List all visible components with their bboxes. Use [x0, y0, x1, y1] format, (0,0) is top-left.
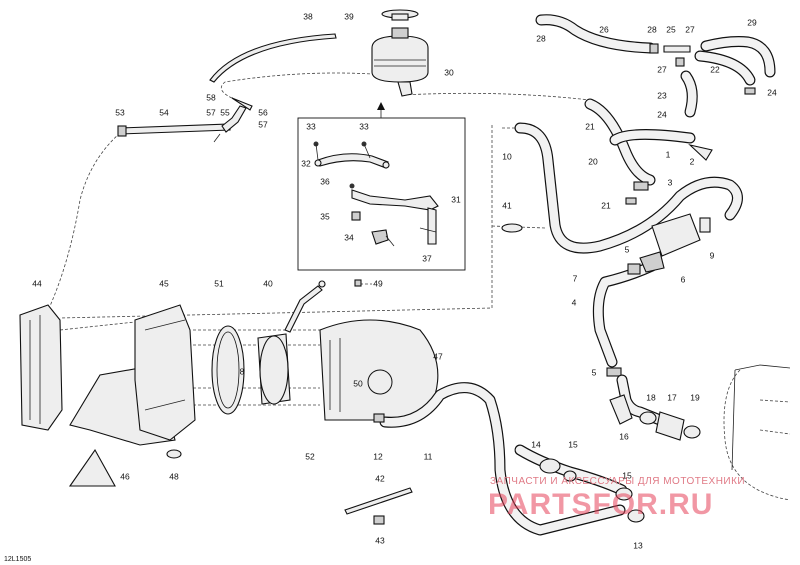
callout-c37: 37	[422, 253, 432, 263]
callout-c11: 11	[424, 451, 433, 461]
callout-c30: 30	[444, 67, 454, 77]
callout-c32: 32	[301, 158, 311, 168]
callout-c13: 13	[633, 540, 643, 550]
callout-c24b: 24	[767, 87, 777, 97]
drawing-code: 12L1505	[4, 556, 31, 563]
callout-c22: 22	[710, 64, 720, 74]
callout-c5a: 5	[625, 244, 630, 254]
callout-c56: 56	[258, 107, 268, 117]
callout-c28b: 28	[647, 24, 657, 34]
callout-c43: 43	[375, 535, 385, 545]
watermark: ЗАПЧАСТИ И АКСЕССУАРЫ ДЛЯ МОТОТЕХНИКИ PA…	[488, 476, 745, 521]
top-right-hoses	[535, 14, 776, 118]
small-hoses	[117, 33, 337, 143]
callout-c45: 45	[159, 278, 169, 288]
callout-c51: 51	[214, 278, 224, 288]
callout-c25: 25	[666, 24, 676, 34]
callout-c31: 31	[451, 194, 461, 204]
callout-c27a: 27	[685, 24, 695, 34]
lower-hoses	[344, 374, 701, 536]
callout-c36: 36	[320, 176, 330, 186]
coolant-hoses-main	[501, 98, 743, 377]
callout-c47: 47	[433, 351, 443, 361]
callout-c39: 39	[344, 11, 354, 21]
callout-c24a: 24	[657, 109, 667, 119]
callout-c15b: 15	[622, 470, 632, 480]
watermark-brand: PARTSFOR.RU	[488, 488, 713, 521]
callout-c55: 55	[220, 107, 230, 117]
callout-c15a: 15	[568, 439, 578, 449]
callout-c23: 23	[657, 90, 667, 100]
callout-c21a: 21	[585, 121, 595, 131]
callout-c35: 35	[320, 211, 330, 221]
callout-c26: 26	[599, 24, 609, 34]
callout-c5b: 5	[592, 367, 597, 377]
callout-c8: 8	[240, 366, 245, 376]
callout-c3: 3	[668, 177, 673, 187]
callout-c7: 7	[573, 273, 578, 283]
callout-c46: 46	[120, 471, 130, 481]
radiator-assembly	[19, 279, 439, 487]
callout-c34: 34	[344, 232, 354, 242]
callout-c16: 16	[619, 431, 629, 441]
callout-c1: 1	[666, 149, 671, 159]
callout-c21b: 21	[601, 200, 611, 210]
callout-c17: 17	[667, 392, 677, 402]
callout-c18: 18	[646, 392, 656, 402]
callout-c42: 42	[375, 473, 385, 483]
callout-c52: 52	[305, 451, 315, 461]
callout-c53: 53	[115, 107, 125, 117]
callout-c28a: 28	[536, 33, 546, 43]
callout-c57a: 57	[206, 107, 216, 117]
callout-c40: 40	[263, 278, 273, 288]
callout-c27b: 27	[657, 64, 667, 74]
callout-c54: 54	[159, 107, 169, 117]
callout-c33b: 33	[359, 121, 369, 131]
frame-outline	[731, 364, 791, 471]
callout-c19: 19	[690, 392, 700, 402]
callout-c4: 4	[572, 297, 577, 307]
callout-c38: 38	[303, 11, 313, 21]
callout-c58: 58	[206, 92, 216, 102]
expansion-tank	[371, 9, 429, 97]
watermark-tagline: ЗАПЧАСТИ И АКСЕССУАРЫ ДЛЯ МОТОТЕХНИКИ	[490, 476, 745, 487]
callout-c2: 2	[690, 156, 695, 166]
callout-c14: 14	[531, 439, 541, 449]
callout-c10: 10	[502, 151, 512, 161]
callout-c49: 49	[373, 278, 383, 288]
callout-c41: 41	[502, 200, 512, 210]
callout-c33a: 33	[306, 121, 316, 131]
callout-c12: 12	[373, 451, 383, 461]
callout-c9: 9	[710, 250, 715, 260]
callout-c44: 44	[32, 278, 42, 288]
callout-c6: 6	[681, 274, 686, 284]
callout-c29: 29	[747, 17, 757, 27]
callout-c20: 20	[588, 156, 598, 166]
callout-c50: 50	[353, 378, 363, 388]
fastener-detail-box	[297, 102, 466, 271]
callout-c57b: 57	[258, 119, 268, 129]
callout-c48: 48	[169, 471, 179, 481]
